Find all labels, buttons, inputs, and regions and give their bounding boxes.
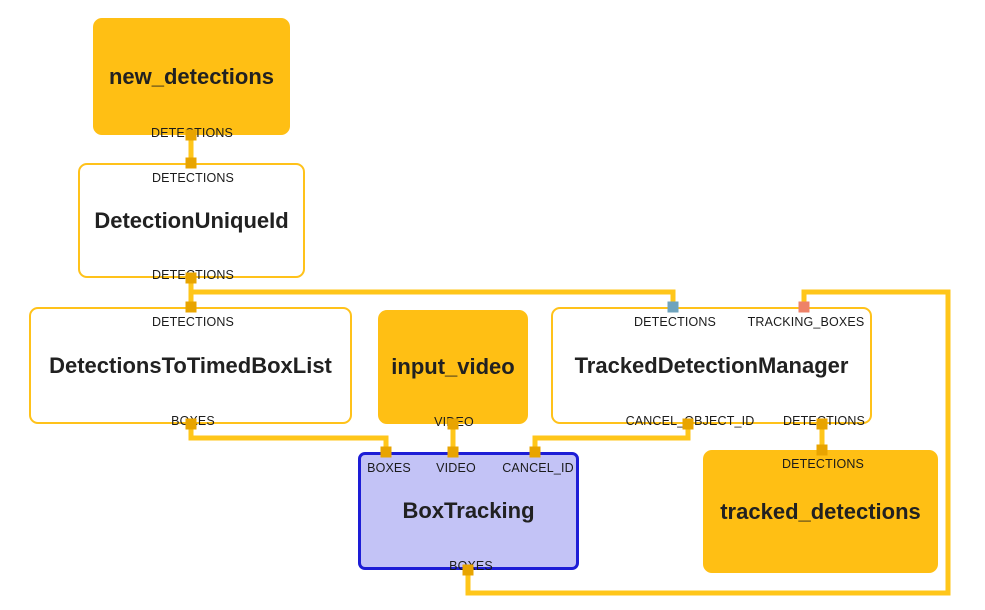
output-port-cancel_object_id[interactable] — [682, 418, 694, 430]
output-port-detections[interactable] — [185, 129, 197, 141]
output-port-boxes[interactable] — [185, 418, 197, 430]
output-port-video[interactable] — [447, 418, 459, 430]
input-port-detections[interactable] — [185, 301, 197, 313]
node-title: tracked_detections — [720, 498, 921, 524]
graph-node-DetectionsToTimedBoxList[interactable]: DETECTIONSDetectionsToTimedBoxListBOXES — [29, 307, 352, 427]
port-label-detections[interactable]: DETECTIONS — [151, 171, 235, 185]
port-label-detections[interactable]: DETECTIONS — [633, 315, 717, 329]
node-title: new_detections — [108, 63, 275, 89]
node-title: TrackedDetectionManager — [574, 352, 849, 378]
graph-node-input_video[interactable]: input_videoVIDEO — [378, 310, 528, 428]
input-port-detections[interactable] — [816, 444, 828, 456]
port-label-detections[interactable]: DETECTIONS — [151, 315, 235, 329]
port-label-video[interactable]: VIDEO — [436, 461, 476, 475]
graph-node-tracked_detections[interactable]: DETECTIONS tracked_detections — [703, 450, 938, 573]
node-title: BoxTracking — [402, 498, 535, 523]
graph-node-TrackedDetectionManager[interactable]: DETECTIONS TRACKING_BOXES TrackedDetection… — [551, 307, 872, 427]
input-port-cancel_id[interactable] — [529, 446, 541, 458]
input-port-boxes[interactable] — [380, 446, 392, 458]
input-port-tracking_boxes[interactable] — [798, 301, 810, 313]
input-port-detections[interactable] — [185, 157, 197, 169]
input-port-video[interactable] — [447, 446, 459, 458]
port-label-cancel_id[interactable]: CANCEL_ID — [502, 461, 574, 475]
node-title: DetectionUniqueId — [94, 207, 289, 233]
port-label-detections[interactable]: DETECTIONS — [781, 457, 865, 471]
node-title: DetectionsToTimedBoxList — [49, 352, 332, 378]
port-label-tracking_boxes[interactable]: TRACKING_BOXES — [747, 315, 865, 329]
port-label-boxes[interactable]: BOXES — [367, 461, 411, 475]
output-port-detections[interactable] — [816, 418, 828, 430]
graph-edge[interactable] — [532, 421, 691, 455]
graph-edge[interactable] — [188, 289, 676, 310]
node-title: input_video — [391, 354, 515, 379]
output-port-boxes[interactable] — [462, 564, 474, 576]
graph-edge[interactable] — [188, 421, 389, 455]
output-port-detections[interactable] — [185, 272, 197, 284]
input-port-detections[interactable] — [667, 301, 679, 313]
